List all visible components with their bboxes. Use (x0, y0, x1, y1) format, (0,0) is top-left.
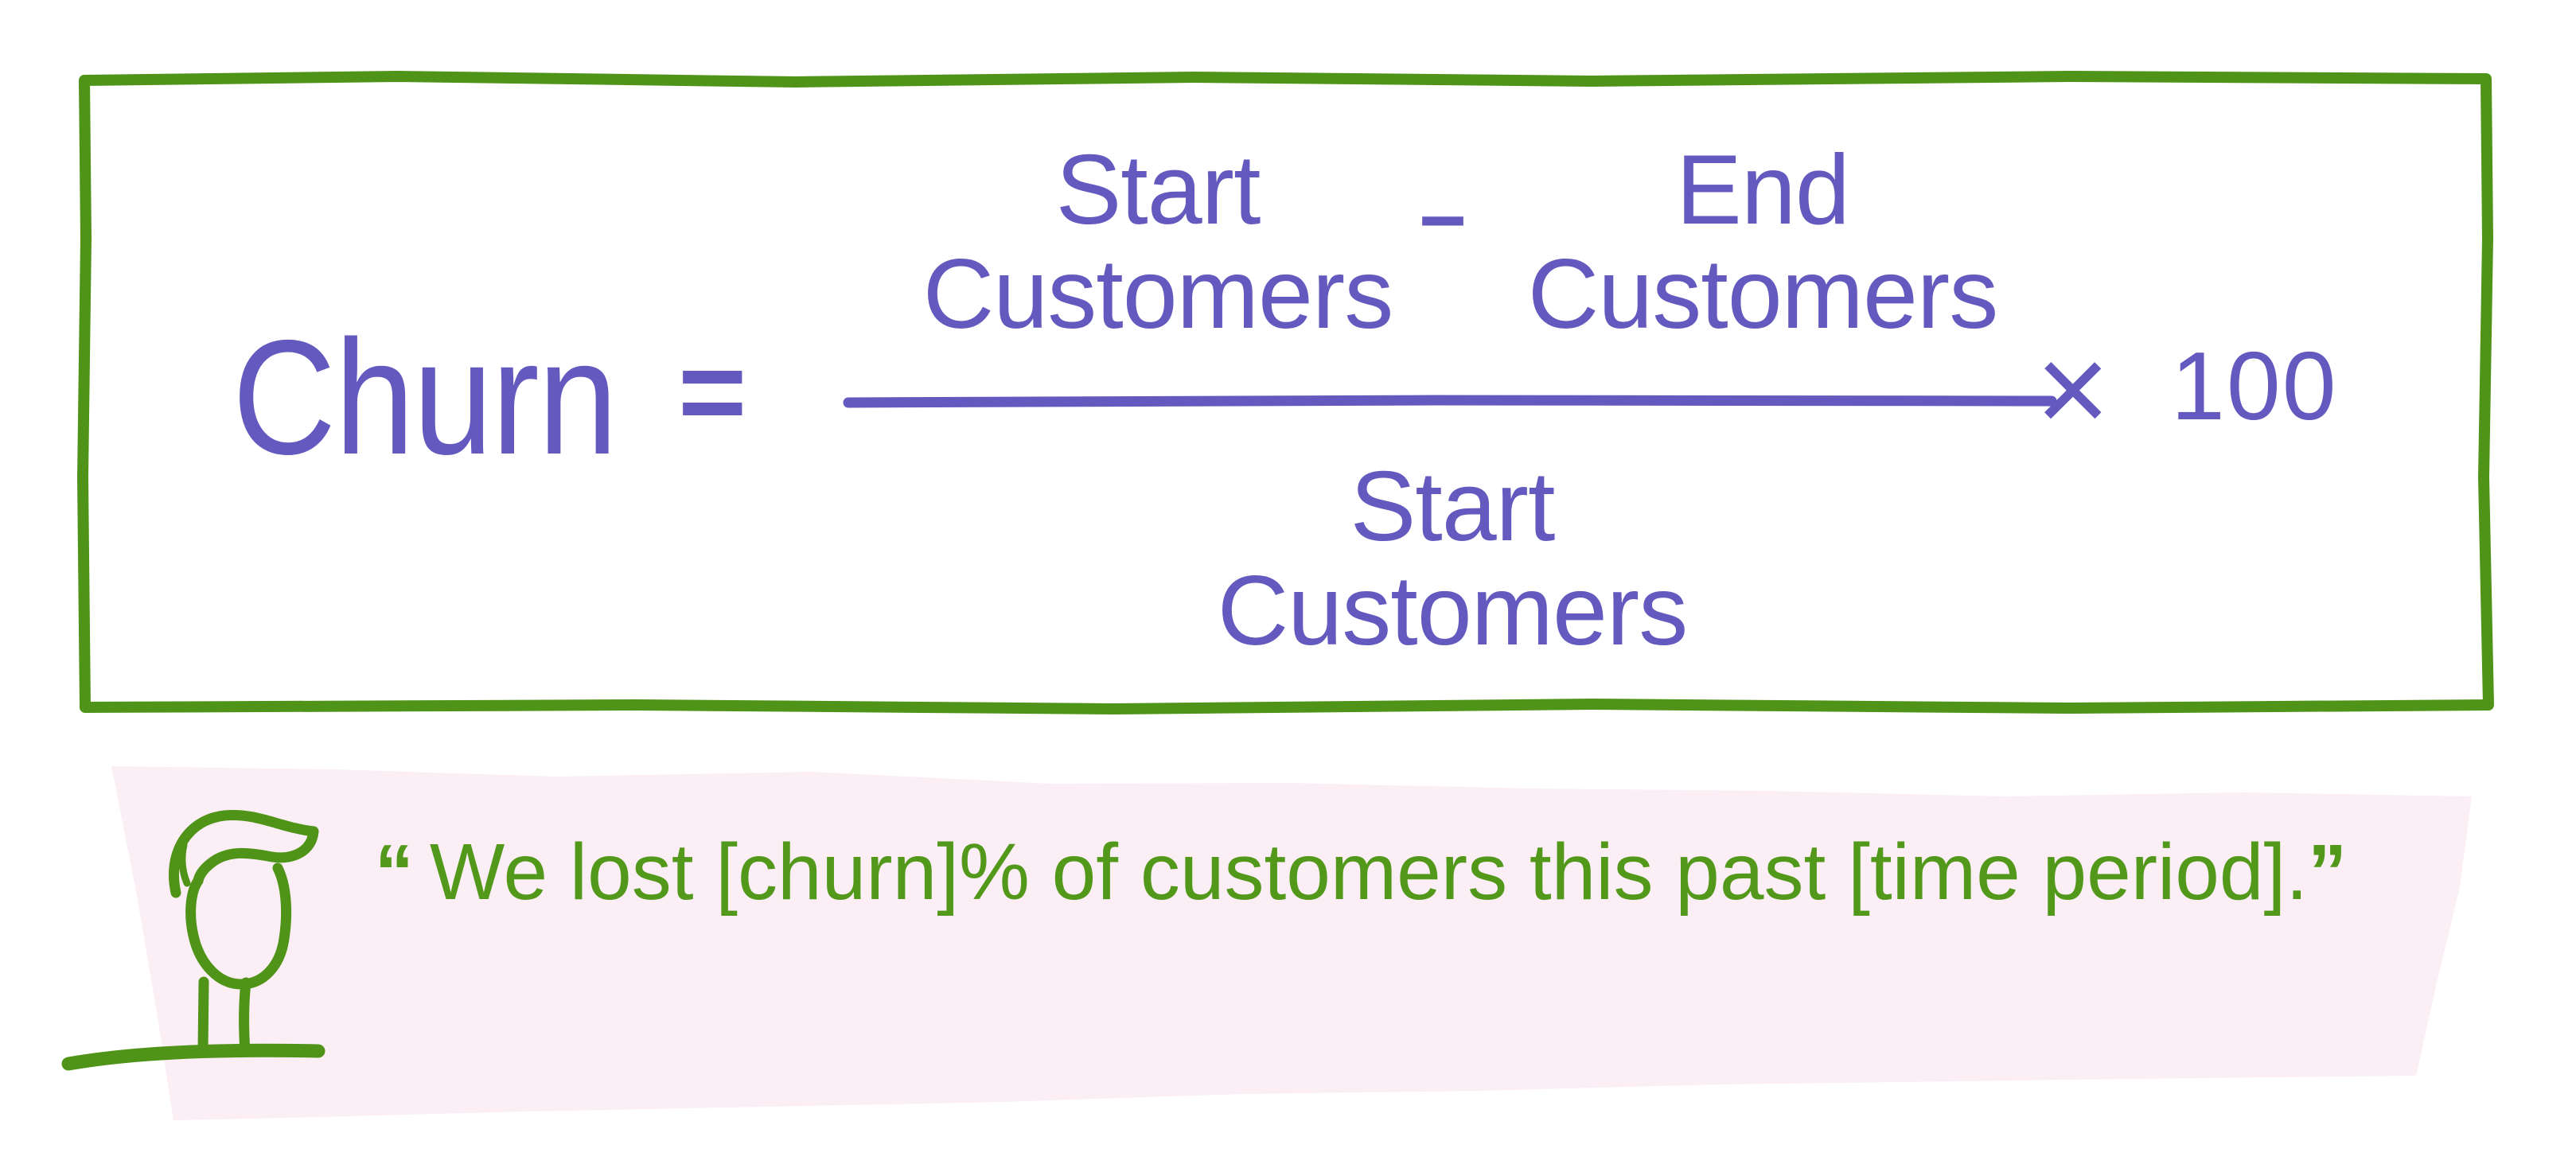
numerator-end-line2: Customers (1527, 239, 1998, 349)
person-neck-left (197, 976, 209, 1057)
person-head-icon (61, 809, 325, 1071)
numerator-end-line1: End (1676, 135, 1850, 245)
numerator-term-end: End Customers (1464, 138, 2061, 347)
person-hair-fold (178, 841, 191, 887)
person-ground-line (61, 1043, 325, 1071)
person-neck-right (239, 977, 251, 1057)
quote-text: “We lost [churn]% of customers this past… (302, 828, 2419, 916)
churn-label: Churn (232, 306, 618, 489)
formula-box-border (77, 71, 2494, 714)
close-quote-mark: ” (2308, 828, 2348, 916)
quote-body: We lost [churn]% of customers this past … (429, 827, 2309, 917)
denominator-term: Start Customers (1114, 455, 1791, 664)
numerator-term-start: Start Customers (844, 138, 1472, 347)
fraction-bar (843, 395, 2057, 408)
numerator-start-line2: Customers (922, 239, 1393, 349)
person-hair-outline (168, 809, 319, 898)
multiplication-sign: × (2036, 317, 2110, 460)
open-quote-mark: “ (374, 828, 414, 916)
minus-sign: − (1418, 174, 1467, 266)
denominator-line2: Customers (1217, 556, 1688, 666)
equals-sign: = (678, 326, 747, 457)
person-hair-fringe (193, 826, 319, 886)
quote-banner-background (111, 766, 2472, 1120)
denominator-line1: Start (1350, 452, 1556, 562)
multiplier-value: 100 (2171, 332, 2338, 440)
numerator-start-line1: Start (1055, 135, 1261, 245)
